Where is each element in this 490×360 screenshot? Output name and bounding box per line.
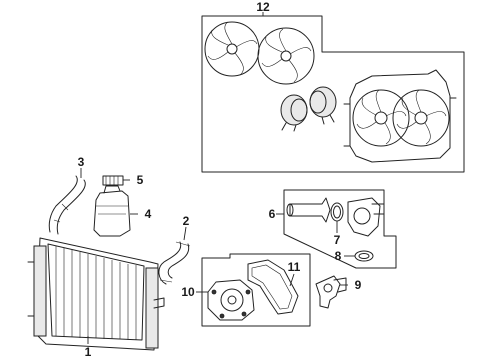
coolant-reservoir — [93, 185, 131, 237]
callout-8: 8 — [335, 249, 342, 263]
fan-motor-right — [309, 86, 337, 125]
thermostat-housing — [347, 197, 385, 237]
water-pump — [207, 279, 255, 321]
thermostat-frame — [283, 189, 397, 269]
fan-assembly-frame — [201, 15, 465, 173]
thermostat-outlet-pipe — [286, 197, 331, 223]
fan-blade-left — [204, 21, 260, 77]
water-pump-frame — [201, 253, 311, 327]
callout-3: 3 — [78, 155, 85, 169]
callout-12: 12 — [256, 0, 270, 14]
coolant-outlet — [315, 275, 347, 309]
thermostat-seal — [330, 202, 344, 222]
callout-11: 11 — [288, 260, 301, 274]
water-pump-gasket — [247, 259, 299, 315]
fan-motor-left — [280, 94, 308, 132]
fan-shroud — [343, 69, 457, 163]
callout-10: 10 — [181, 285, 195, 299]
radiator-hose — [158, 241, 191, 285]
callout-6: 6 — [269, 207, 276, 221]
fan-blade-right — [257, 27, 315, 85]
thermostat-gasket — [354, 250, 374, 262]
radiator — [27, 237, 165, 351]
callout-7: 7 — [334, 233, 341, 247]
reservoir-cap — [102, 175, 124, 186]
callout-9: 9 — [355, 278, 362, 292]
callout-4: 4 — [145, 207, 152, 221]
callouts: 12 3 5 4 2 6 7 8 9 10 11 1 — [78, 0, 362, 359]
callout-2: 2 — [183, 214, 190, 228]
callout-1: 1 — [85, 345, 92, 359]
callout-5: 5 — [137, 173, 144, 187]
overflow-hose — [48, 175, 86, 235]
leader-lines — [80, 12, 355, 344]
